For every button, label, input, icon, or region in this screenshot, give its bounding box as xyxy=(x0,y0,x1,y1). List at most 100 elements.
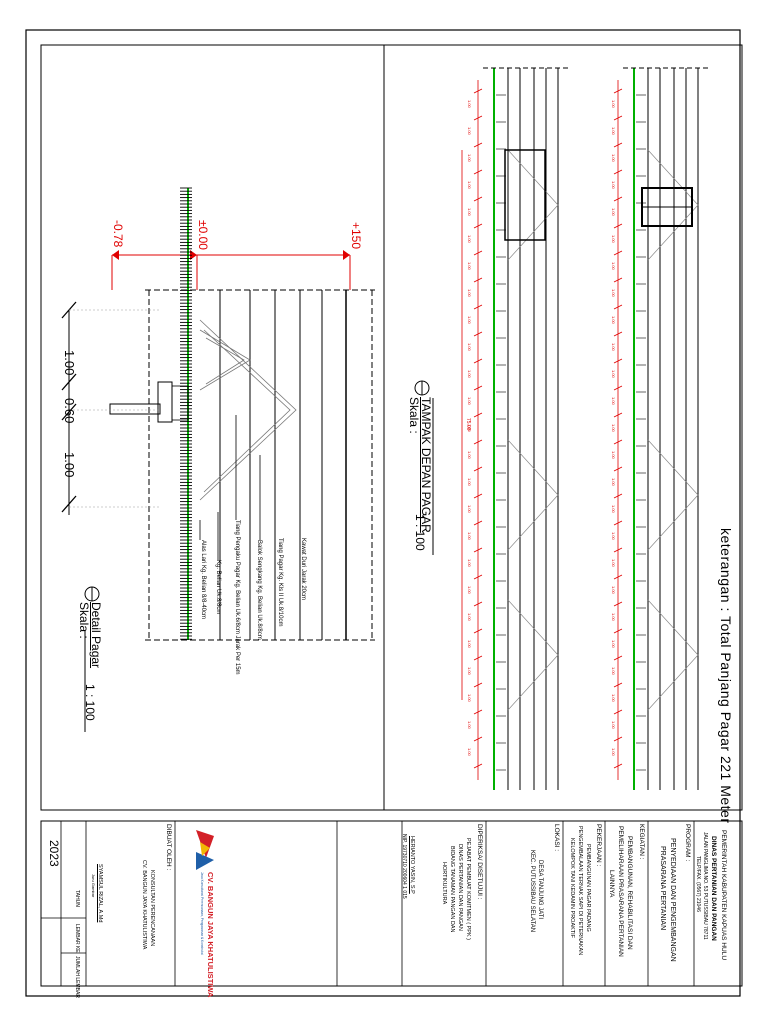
front-skala-value: 1 : 100 xyxy=(413,514,427,551)
tb-ppk-4: HORTIKULTURA xyxy=(441,862,447,905)
front-total-dim: 75.00 xyxy=(465,418,471,431)
tb-pekerjaan-2: PENGEMBALAAN TERNAK SAPI DI PETERNAKAN xyxy=(577,826,583,956)
front-segment-label: 1.00 xyxy=(611,208,616,217)
label-balok-sengkang: Balok Sengkang Kg. Belian Uk.8/8cm xyxy=(256,540,262,640)
tb-tahun-label: TAHUN xyxy=(74,890,80,907)
tb-dibuat-label: DIBUAT OLEH : xyxy=(165,824,172,871)
front-segment-label: 1.00 xyxy=(611,748,616,757)
front-segment-label: 1.00 xyxy=(467,559,472,568)
tb-program-label: PROGRAM : xyxy=(684,824,691,862)
front-segment-label: 1.00 xyxy=(611,370,616,379)
tb-lokasi-label: LOKASI : xyxy=(553,824,560,852)
tb-lembar-label: LEMBAR KE xyxy=(74,924,80,953)
front-segment-label: 1.00 xyxy=(611,694,616,703)
front-segment-label: 1.00 xyxy=(611,181,616,190)
front-segment-label: 1.00 xyxy=(467,343,472,352)
label-kawat-duri: Kawat Duri Jarak 20cm xyxy=(300,538,306,601)
tb-konsultan-1: KONSULTAN PERENCANAAN xyxy=(149,870,155,947)
tb-ppk-name: HERIANTO YASIN, S.P xyxy=(409,836,415,894)
tb-kegiatan-2: PEMELIHARAAN PRASARANA PERTANIAN xyxy=(617,826,624,957)
detail-title: Detail Pagar xyxy=(89,602,103,669)
front-segment-label: 1.00 xyxy=(467,586,472,595)
label-alas-lari: Alas Lari Kg. Belian 8/8-40cm xyxy=(200,540,206,620)
elev-label-plus150: +150 xyxy=(349,222,363,250)
keterangan-note: keterangan : Total Panjang Pagar 221 Met… xyxy=(718,528,734,824)
tb-drafter-name: SYAMSUL RIZAL, A.Md xyxy=(97,864,103,923)
tb-ppk-2: DINAS PERTANIAN DAN PANGAN xyxy=(457,844,463,931)
front-segment-label: 1.00 xyxy=(467,208,472,217)
front-segment-label: 1.00 xyxy=(611,397,616,406)
detail-skala-value: 1 : 100 xyxy=(83,684,97,721)
dim-label-100b: 1.00 xyxy=(62,452,77,478)
tb-company-name: CV. BANGUN JAYA KHATULISTIWA xyxy=(206,872,215,998)
tb-jumlah-label: JUMLAH LEMBAR xyxy=(74,956,80,998)
elev-label-000: ±0.00 xyxy=(196,220,210,250)
tb-dinas: DINAS PERTANIAN DAN PANGAN xyxy=(710,836,717,941)
front-segment-label: 1.00 xyxy=(611,451,616,460)
label-tiang-pengaku: Tiang Pengaku Pagar Kg. Belian Uk.6/8cm … xyxy=(234,520,240,675)
tb-ppk-1: PEJABAT PEMBUAT KOMITMEN ( PPK ) xyxy=(465,838,471,940)
tb-drafter-role: Juru Gambar xyxy=(91,874,96,898)
tb-pekerjaan-label: PEKERJAAN : xyxy=(595,824,602,867)
front-segment-label: 1.00 xyxy=(611,505,616,514)
sheet-outer-border xyxy=(25,29,741,997)
front-skala-label: Skala : xyxy=(407,397,421,434)
tb-telp: TELP/FAX. (0567) 21046 xyxy=(695,856,701,912)
front-segment-label: 1.00 xyxy=(611,424,616,433)
front-segment-label: 1.00 xyxy=(611,127,616,136)
front-segment-label: 1.00 xyxy=(611,532,616,541)
tb-year: 2023 xyxy=(47,840,61,867)
dim-label-100a: 1.00 xyxy=(62,350,77,376)
company-logo xyxy=(196,830,214,870)
front-segment-label: 1.00 xyxy=(611,640,616,649)
front-segment-label: 1.00 xyxy=(611,586,616,595)
front-segment-label: 1.00 xyxy=(611,289,616,298)
front-segment-label: 1.00 xyxy=(611,559,616,568)
label-kg-belian: Kg. Belian Uk.8/8cm xyxy=(215,560,221,615)
front-segment-label: 1.00 xyxy=(467,694,472,703)
ground-hatch xyxy=(180,187,192,640)
dim-label-060: 0.60 xyxy=(62,398,77,424)
front-segment-label: 1.00 xyxy=(467,181,472,190)
tb-kegiatan-3: LAINNYA xyxy=(608,870,615,898)
tb-lokasi-2: KEC. PUTUSSIBAU SELATAN xyxy=(529,850,535,933)
label-tiang-pagar: Tiang Pagar Kg. Kls II Uk.8/10cm xyxy=(277,538,283,627)
front-segment-label: 1.00 xyxy=(467,721,472,730)
front-segment-label: 1.00 xyxy=(467,262,472,271)
front-segment-label: 1.00 xyxy=(467,370,472,379)
front-segment-label: 1.00 xyxy=(467,748,472,757)
front-segment-label: 1.00 xyxy=(467,424,472,433)
tb-kegiatan-1: PEMBANGUNAN, REHABILITASI DAN xyxy=(626,836,633,950)
front-segment-label: 1.00 xyxy=(467,478,472,487)
front-segment-label: 1.00 xyxy=(611,154,616,163)
front-segment-label: 1.00 xyxy=(467,640,472,649)
front-segment-label: 1.00 xyxy=(467,397,472,406)
front-segment-label: 1.00 xyxy=(611,613,616,622)
front-segment-label: 1.00 xyxy=(467,154,472,163)
tb-company-tag: Jasa Konsultansi Perencanaan, Pengawasan… xyxy=(200,872,204,955)
tb-konsultan-2: CV. BANGUN JAYA KHATULISTIWA xyxy=(141,860,147,950)
sheet-inner-border xyxy=(40,44,743,811)
front-segment-label: 1.00 xyxy=(467,505,472,514)
front-segment-label: 1.00 xyxy=(467,451,472,460)
tb-pemkab: PEMERINTAH KABUPATEN KAPUAS HULU xyxy=(720,830,727,961)
front-segment-label: 1.00 xyxy=(467,613,472,622)
tb-program-2: PRASARANA PERTANIAN xyxy=(659,846,666,931)
front-segment-label: 1.00 xyxy=(611,262,616,271)
tb-diperiksa-label: DIPERIKSA/ DISETUJUI : xyxy=(476,824,483,900)
tb-lokasi-1: DESA TANJUNG JATI xyxy=(537,860,543,920)
tb-ppk-nip: NIP. 19730710 200604 1 015 xyxy=(401,834,407,899)
title-block-grid xyxy=(41,821,695,986)
detail-pagar-drawing xyxy=(61,187,375,732)
elev-label-minus078: -0.78 xyxy=(111,220,125,248)
tb-pekerjaan-1: PEMBANGUNAN PAGAR PADANG xyxy=(585,844,591,932)
front-segment-label: 1.00 xyxy=(467,127,472,136)
front-segment-label: 1.00 xyxy=(611,343,616,352)
front-segment-label: 1.00 xyxy=(467,532,472,541)
tb-alamat: JALAN PANGLIMA NO. 53 PUTUSSIBAU 78711 xyxy=(702,832,708,940)
post-foot xyxy=(157,381,173,423)
front-segment-label: 1.00 xyxy=(467,235,472,244)
front-segment-label: 1.00 xyxy=(611,721,616,730)
front-segment-label: 1.00 xyxy=(611,667,616,676)
